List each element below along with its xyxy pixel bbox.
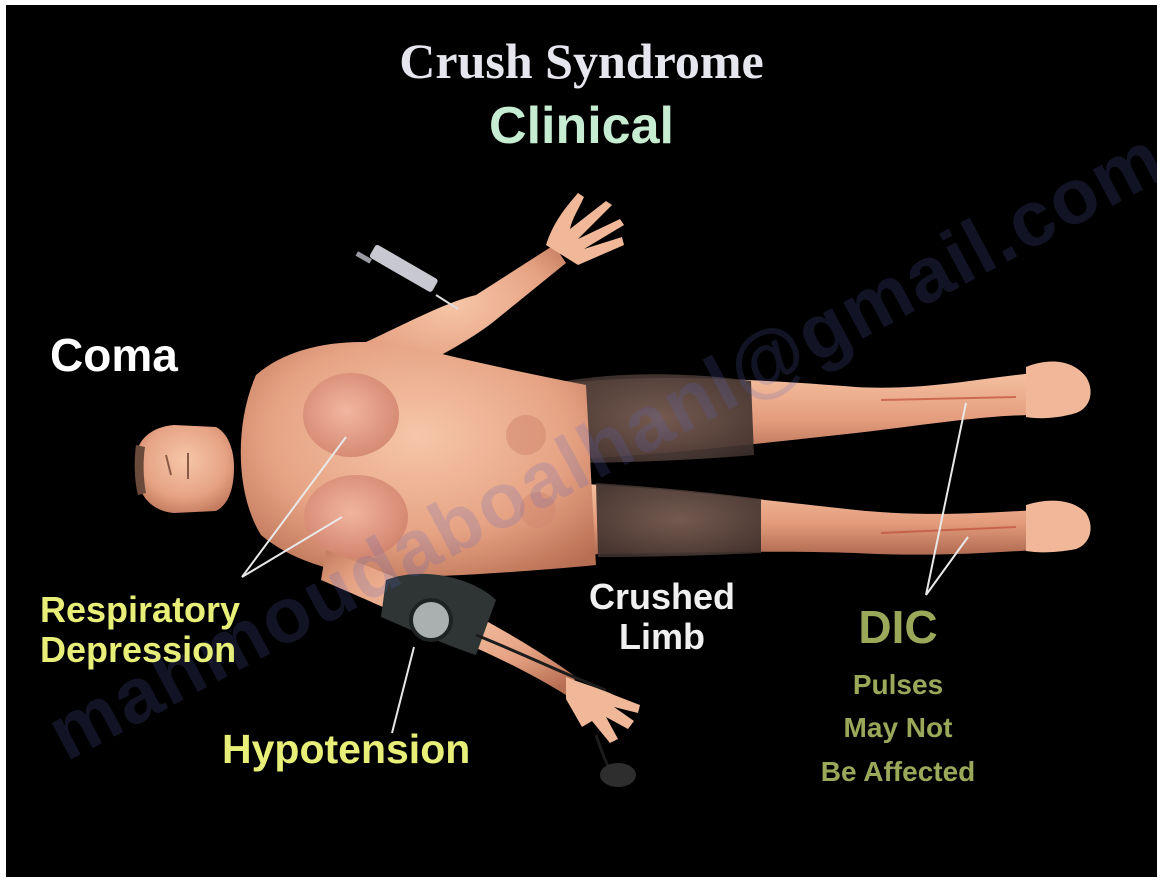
label-hypotension: Hypotension [222, 727, 470, 773]
slide-canvas: mahmoudaboalhanl@gmail.com Crush Syndrom… [6, 5, 1157, 877]
label-dic: DIC [828, 602, 968, 654]
slide-subtitle: Clinical [6, 97, 1157, 155]
label-respiratory-depression: Respiratory Depression [40, 590, 240, 671]
label-pulses-note: Pulses May Not Be Affected [798, 663, 998, 793]
slide-title: Crush Syndrome [6, 33, 1157, 89]
syringe-icon [356, 244, 458, 309]
label-coma: Coma [50, 330, 178, 382]
label-crushed-limb: Crushed Limb [562, 577, 762, 658]
head [135, 425, 234, 513]
hypotension-pointer [392, 647, 414, 733]
